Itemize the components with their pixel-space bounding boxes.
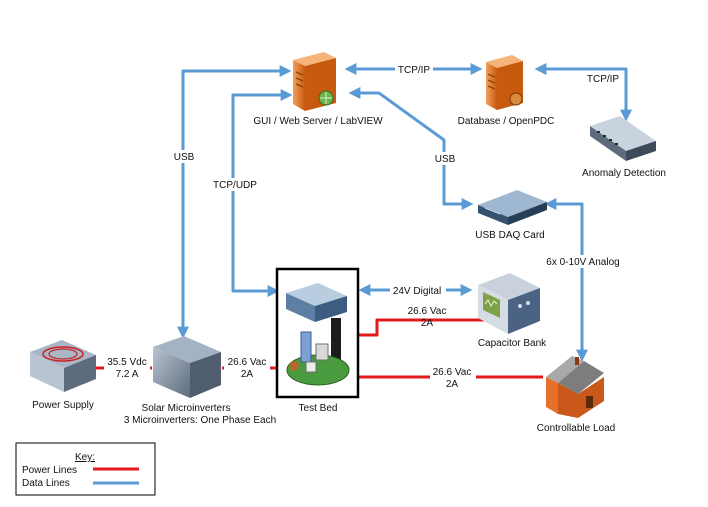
power-supply-label: Power Supply — [32, 400, 94, 411]
daq-card-icon — [478, 190, 547, 225]
load-label: Controllable Load — [537, 423, 615, 434]
link-usb-left — [177, 65, 292, 339]
label-tcp-ip-anomaly: TCP/IP — [587, 74, 620, 85]
capacitor-label: Capacitor Bank — [478, 338, 547, 349]
label-usb-left: USB — [174, 152, 195, 163]
label-usb-daq: USB — [435, 154, 456, 165]
link-analog — [544, 198, 588, 362]
switch-icon — [590, 116, 656, 161]
label-ps-amps: 7.2 A — [116, 369, 139, 380]
house-icon — [546, 356, 604, 418]
usb-daq-node: USB DAQ Card — [475, 190, 547, 241]
legend-key: Key: Power Lines Data Lines — [15, 442, 156, 496]
label-load-amps: 2A — [446, 379, 459, 390]
label-load-volts: 26.6 Vac — [433, 367, 472, 378]
label-tcp-ip-db: TCP/IP — [398, 65, 431, 76]
power-supply-icon — [30, 340, 96, 392]
microinverters-label-2: 3 Microinverters: One Phase Each — [124, 415, 276, 426]
oscilloscope-icon — [478, 273, 540, 334]
load-node: Controllable Load — [537, 356, 615, 434]
legend-data-label: Data Lines — [22, 478, 70, 489]
legend-title: Key: — [75, 452, 95, 463]
database-node: Database / OpenPDC — [458, 55, 555, 127]
label-digital: 24V Digital — [393, 286, 441, 297]
gui-server-label: GUI / Web Server / LabVIEW — [253, 116, 383, 127]
power-testbed-cap — [359, 318, 497, 337]
legend-power-label: Power Lines — [22, 465, 77, 476]
usb-daq-label: USB DAQ Card — [475, 230, 544, 241]
database-label: Database / OpenPDC — [458, 116, 555, 127]
link-tcp-udp — [231, 89, 293, 297]
label-ps-volts: 35.5 Vdc — [107, 357, 146, 368]
server-icon — [486, 55, 523, 110]
server-icon — [293, 52, 336, 111]
test-bed-icon — [286, 283, 350, 386]
anomaly-label: Anomaly Detection — [582, 168, 666, 179]
microinverters-label-1: Solar Microinverters — [142, 403, 231, 414]
test-bed-node: Test Bed — [275, 267, 360, 414]
label-cap-amps: 2A — [421, 318, 434, 329]
capacitor-node: Capacitor Bank — [478, 273, 547, 349]
label-analog: 6x 0-10V Analog — [546, 257, 619, 268]
label-mi-amps: 2A — [241, 369, 254, 380]
label-tcp-udp: TCP/UDP — [213, 180, 257, 191]
link-labels: USB TCP/UDP TCP/IP TCP/IP USB 6x 0-10V A… — [104, 63, 622, 390]
power-supply-node: Power Supply — [30, 340, 96, 411]
gui-server-node: GUI / Web Server / LabVIEW — [253, 52, 383, 127]
microinverters-node: Solar Microinverters 3 Microinverters: O… — [124, 336, 276, 426]
link-usb-daq — [348, 87, 474, 210]
link-tcp-ip-anomaly — [534, 63, 632, 122]
label-cap-volts: 26.6 Vac — [408, 306, 447, 317]
test-bed-label: Test Bed — [299, 403, 338, 414]
data-lines — [177, 63, 632, 362]
anomaly-node: Anomaly Detection — [582, 116, 666, 179]
inverter-box-icon — [153, 336, 221, 398]
label-mi-volts: 26.6 Vac — [228, 357, 267, 368]
